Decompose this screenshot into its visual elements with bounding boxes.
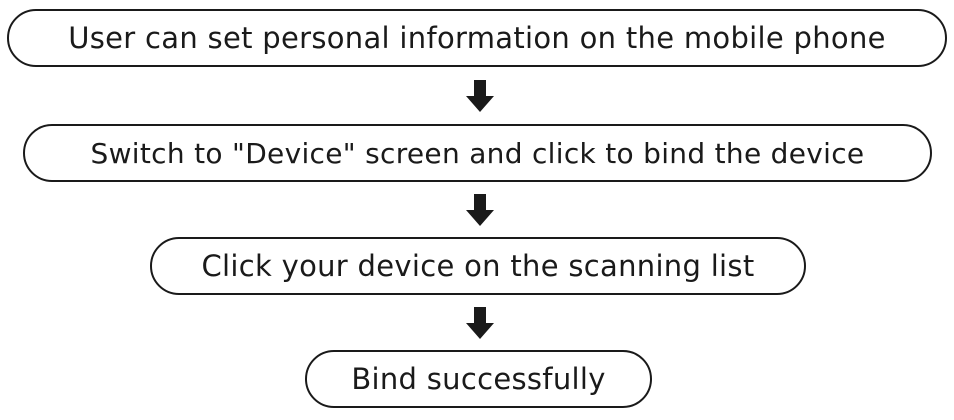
flow-step-label: Switch to "Device" screen and click to b… xyxy=(90,136,865,170)
flow-step-switch-to-device: Switch to "Device" screen and click to b… xyxy=(23,124,932,182)
flow-step-label: Click your device on the scanning list xyxy=(201,249,755,283)
flow-step-label: Bind successfully xyxy=(351,362,606,396)
down-arrow-icon xyxy=(466,80,494,112)
flow-step-click-device-in-list: Click your device on the scanning list xyxy=(150,237,806,295)
down-arrow-icon xyxy=(466,194,494,226)
flow-step-set-personal-info: User can set personal information on the… xyxy=(7,9,947,67)
flow-step-label: User can set personal information on the… xyxy=(68,21,886,55)
down-arrow-icon xyxy=(466,307,494,339)
flow-step-bind-successfully: Bind successfully xyxy=(305,350,652,408)
